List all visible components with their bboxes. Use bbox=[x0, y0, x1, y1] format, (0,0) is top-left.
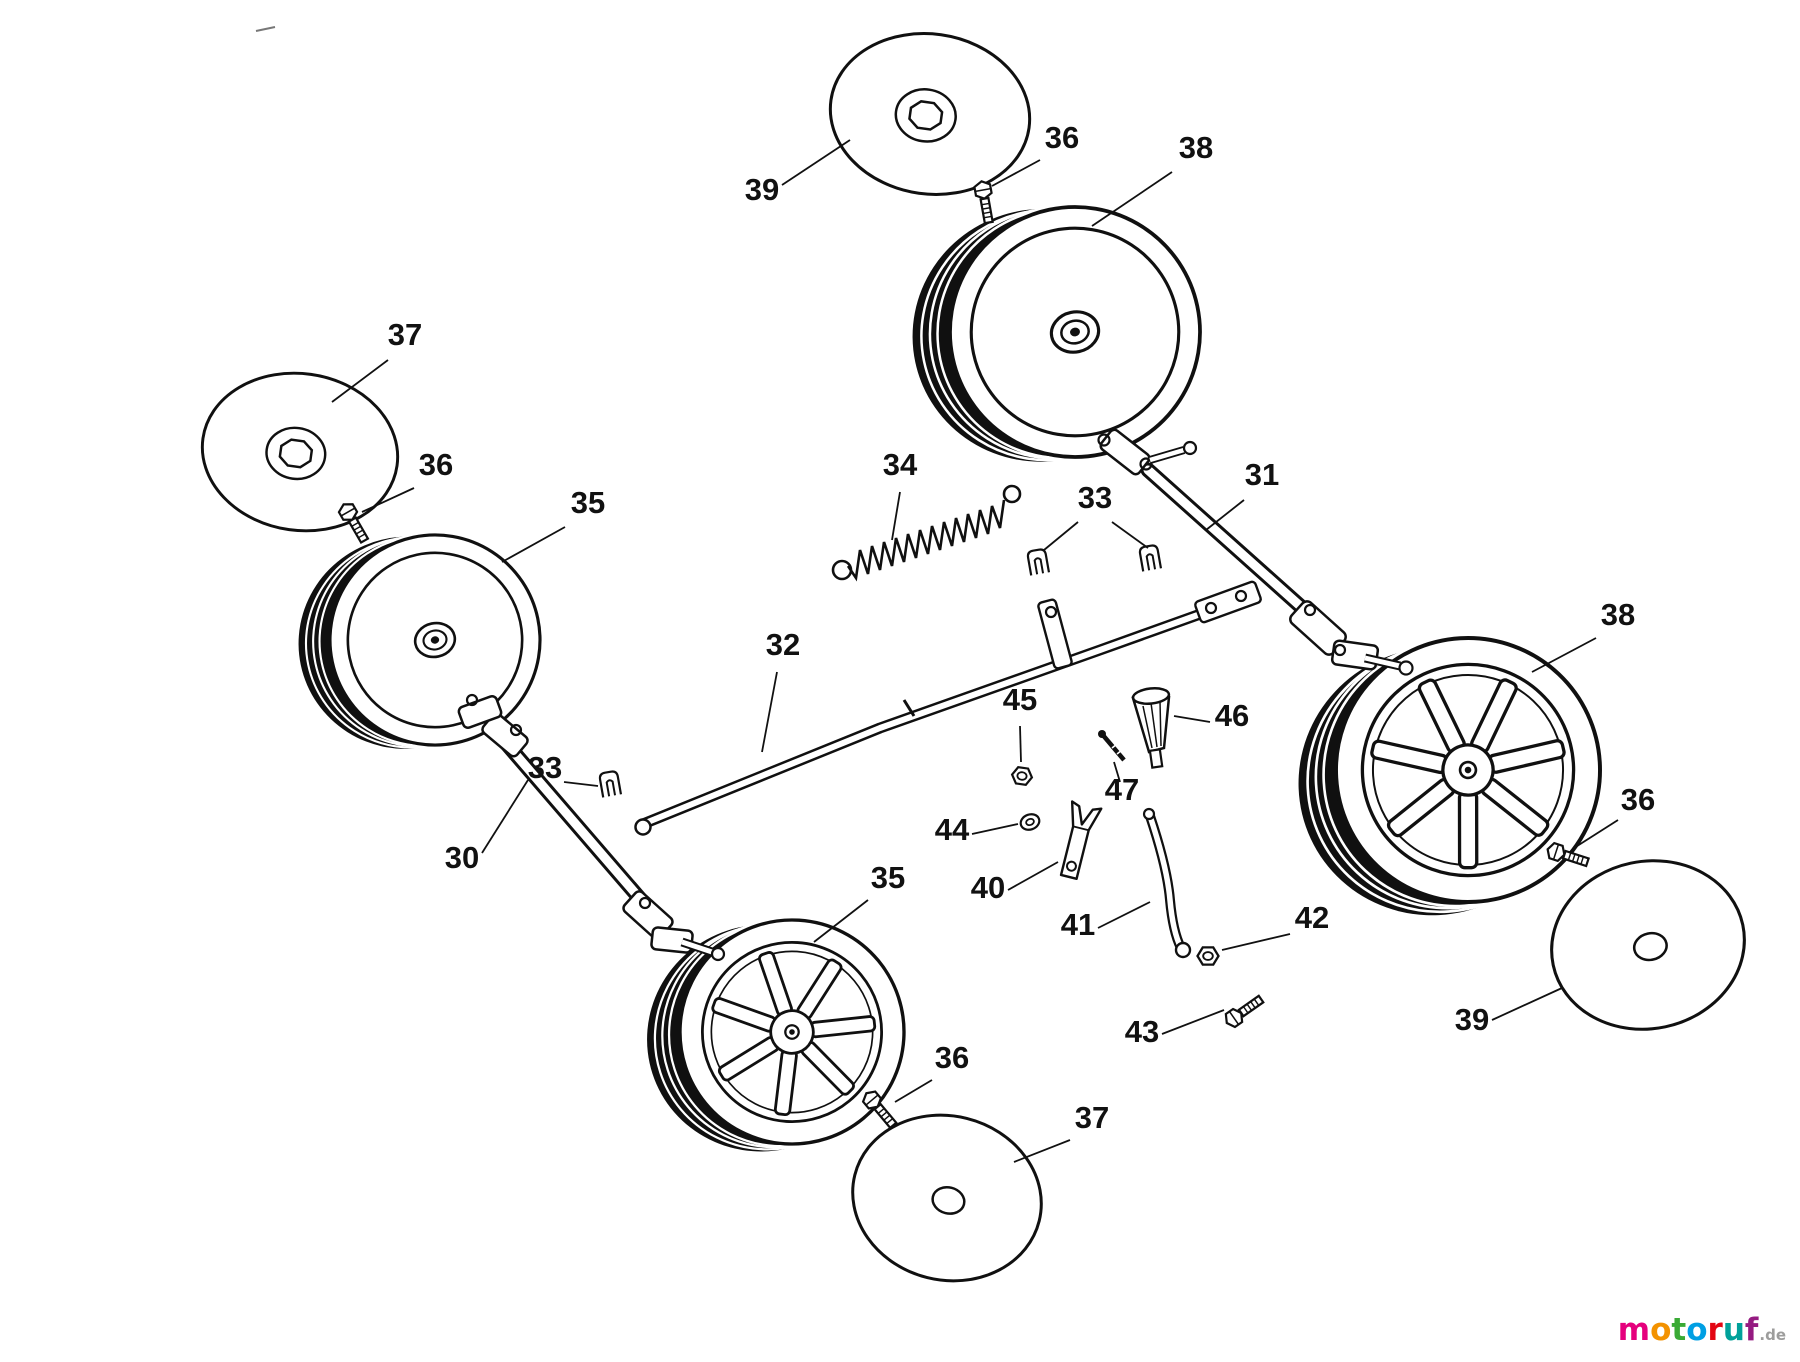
axle-30-lower-bracket bbox=[622, 890, 726, 962]
clip-33-b bbox=[1137, 543, 1163, 573]
funnel-46 bbox=[1131, 687, 1171, 769]
clip-33-c bbox=[597, 769, 623, 799]
axle-31 bbox=[1140, 462, 1326, 630]
leader-line-39-right bbox=[1491, 987, 1563, 1021]
leader-line-40 bbox=[1007, 861, 1059, 891]
part-label-37-bottom: 37 bbox=[1075, 1100, 1109, 1135]
part-label-36-bottom: 36 bbox=[935, 1040, 969, 1075]
leader-line-30 bbox=[481, 779, 529, 854]
part-label-38-right: 38 bbox=[1601, 597, 1635, 632]
part-label-39-right: 39 bbox=[1455, 1002, 1489, 1037]
bolt-43 bbox=[1221, 991, 1267, 1031]
clip-33-a bbox=[1025, 547, 1051, 577]
nut-42 bbox=[1196, 946, 1220, 966]
wheel-38-top bbox=[887, 176, 1226, 490]
part-label-34: 34 bbox=[883, 447, 918, 482]
leader-line-35-bottom bbox=[813, 899, 869, 943]
part-label-38-top: 38 bbox=[1179, 130, 1213, 165]
brand-letter: t bbox=[1671, 1312, 1687, 1348]
hubcap-39-right bbox=[1534, 841, 1762, 1049]
hubcap-37-left bbox=[190, 359, 410, 545]
leader-line-36-top bbox=[991, 159, 1041, 187]
brand-letter: o bbox=[1650, 1312, 1672, 1348]
part-label-36-right: 36 bbox=[1621, 782, 1655, 817]
part-label-30: 30 bbox=[445, 840, 479, 875]
stray-mark bbox=[255, 26, 276, 32]
leader-line-47 bbox=[1113, 761, 1121, 783]
part-label-44: 44 bbox=[935, 812, 970, 847]
axle-31-lower-bracket bbox=[1289, 600, 1414, 676]
leader-line-32 bbox=[761, 671, 778, 753]
leader-line-41 bbox=[1097, 901, 1151, 929]
leader-line-33-mid-1 bbox=[1111, 521, 1149, 549]
part-label-32: 32 bbox=[766, 627, 800, 662]
leader-line-44 bbox=[971, 823, 1019, 835]
nut-45 bbox=[1009, 765, 1035, 787]
brand-letter: u bbox=[1722, 1312, 1745, 1348]
part-label-35-bottom: 35 bbox=[871, 860, 905, 895]
brand-letters: motoruf bbox=[1618, 1315, 1759, 1346]
part-label-46: 46 bbox=[1215, 698, 1249, 733]
leader-line-45 bbox=[1019, 725, 1022, 763]
leader-line-36-bottom bbox=[894, 1079, 933, 1103]
part-label-36-left: 36 bbox=[419, 447, 453, 482]
leader-line-38-right bbox=[1531, 637, 1597, 673]
leader-line-42 bbox=[1221, 933, 1291, 951]
part-label-47: 47 bbox=[1105, 772, 1139, 807]
part-label-31: 31 bbox=[1245, 457, 1279, 492]
leader-line-31 bbox=[1205, 499, 1245, 531]
part-label-33-mid: 33 bbox=[1078, 480, 1112, 515]
leader-line-38-top bbox=[1091, 171, 1173, 227]
axle-30 bbox=[497, 734, 656, 916]
hubcap-37-bottom bbox=[833, 1093, 1061, 1303]
part-label-40: 40 bbox=[971, 870, 1005, 905]
leader-line-35-left bbox=[501, 526, 566, 563]
leader-line-36-right bbox=[1573, 819, 1619, 849]
axle-30-upper-bracket bbox=[457, 693, 529, 758]
brand-letter: f bbox=[1744, 1312, 1759, 1348]
axle-31-upper-bracket bbox=[1097, 428, 1198, 476]
brand-logo[interactable]: motoruf .de bbox=[1618, 1315, 1786, 1346]
leader-line-46 bbox=[1173, 715, 1211, 723]
bolt-36-top bbox=[972, 178, 998, 225]
rod-32 bbox=[634, 580, 1262, 836]
leader-line-43 bbox=[1161, 1009, 1225, 1035]
part-label-36-top: 36 bbox=[1045, 120, 1079, 155]
brand-letter: m bbox=[1617, 1312, 1651, 1348]
part-label-42: 42 bbox=[1295, 900, 1329, 935]
hubcap-39-top bbox=[818, 19, 1042, 209]
leader-line-36-left bbox=[361, 487, 415, 513]
leader-line-39-top bbox=[781, 139, 851, 186]
brand-letter: r bbox=[1707, 1312, 1723, 1348]
leader-line-34 bbox=[891, 491, 901, 541]
part-label-41: 41 bbox=[1061, 907, 1095, 942]
part-label-33-left: 33 bbox=[528, 750, 562, 785]
brand-letter: o bbox=[1686, 1312, 1708, 1348]
washer-44 bbox=[1019, 813, 1041, 831]
bracket-40 bbox=[1059, 800, 1103, 881]
pin-47 bbox=[1098, 730, 1126, 762]
part-label-35-left: 35 bbox=[571, 485, 605, 520]
brand-suffix: .de bbox=[1759, 1326, 1786, 1344]
spring-34 bbox=[831, 484, 1022, 582]
part-label-37-left: 37 bbox=[388, 317, 422, 352]
part-label-39-top: 39 bbox=[745, 172, 779, 207]
leader-line-33-mid bbox=[1043, 521, 1079, 551]
part-label-43: 43 bbox=[1125, 1014, 1159, 1049]
leader-line-33-left bbox=[563, 781, 599, 787]
lever-41 bbox=[1142, 807, 1192, 959]
leader-line-37-left bbox=[331, 359, 389, 403]
part-label-45: 45 bbox=[1003, 682, 1037, 717]
leader-line-37-bottom bbox=[1013, 1139, 1071, 1163]
